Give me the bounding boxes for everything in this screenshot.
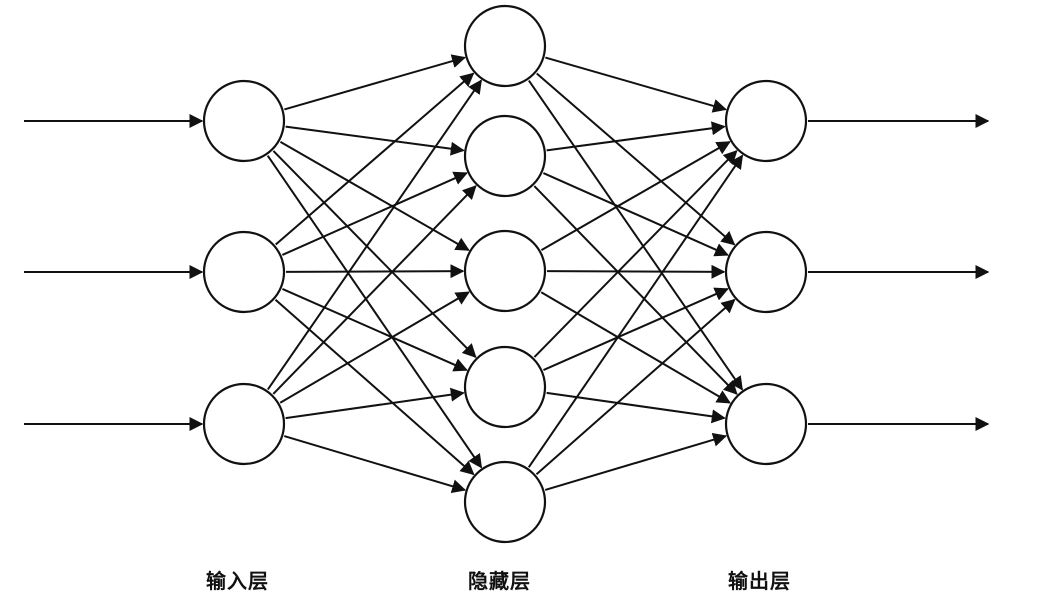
- edge-hidden-5-output-2: [535, 298, 736, 475]
- input-node-1: [202, 79, 286, 163]
- output-node-2: [724, 230, 808, 314]
- edge-hidden-1-output-1: [545, 56, 727, 113]
- hidden-node-5: [463, 460, 547, 544]
- edge-input-2-hidden-3: [285, 264, 465, 279]
- hidden-node-2: [463, 114, 547, 198]
- edge-hidden-4-output-1: [533, 149, 738, 358]
- hidden-layer-label: 隐藏层: [468, 569, 531, 593]
- edge-hidden-1-output-3: [528, 79, 743, 391]
- hidden-node-1: [463, 4, 547, 88]
- edge-input-1-hidden-1: [284, 54, 466, 111]
- node-layer: [202, 4, 808, 544]
- edge-hidden-5-output-3: [544, 432, 728, 491]
- edge-input-2-hidden-4: [282, 288, 468, 372]
- edge-input-3-hidden-2: [272, 185, 477, 395]
- edge-hidden-3-output-2: [546, 264, 726, 279]
- edge-hidden-2-output-1: [546, 121, 726, 152]
- input-node-3: [202, 382, 286, 466]
- output-layer-label: 输出层: [728, 569, 791, 593]
- edge-hidden-4-output-2: [543, 287, 729, 371]
- connection-layer: [24, 54, 990, 494]
- edge-hidden-3-output-3: [540, 291, 731, 404]
- edge-input-2-hidden-2: [281, 171, 468, 256]
- output-node-3: [724, 382, 808, 466]
- hidden-node-4: [463, 345, 547, 429]
- edge-input-1-hidden-4: [272, 150, 477, 359]
- edge-input-3-hidden-4: [285, 387, 465, 420]
- edge-input-3-hidden-3: [279, 291, 470, 404]
- edge-input-1-hidden-5: [266, 155, 483, 469]
- edge-input-3-hidden-5: [283, 435, 467, 494]
- output-node-1: [724, 79, 808, 163]
- edge-input-1-hidden-3: [279, 141, 470, 251]
- edge-hidden-3-output-1: [540, 141, 731, 251]
- edge-input-2-hidden-1: [275, 72, 475, 246]
- input-layer-label: 输入层: [206, 569, 269, 593]
- edge-input-3-hidden-1: [267, 79, 482, 391]
- edge-hidden-4-output-3: [546, 391, 726, 424]
- edge-hidden-5-output-1: [527, 154, 744, 468]
- edge-input-1-hidden-2: [285, 125, 465, 156]
- edge-hidden-2-output-3: [533, 185, 738, 395]
- input-node-2: [202, 230, 286, 314]
- hidden-node-3: [463, 229, 547, 313]
- edge-hidden-2-output-2: [542, 172, 729, 257]
